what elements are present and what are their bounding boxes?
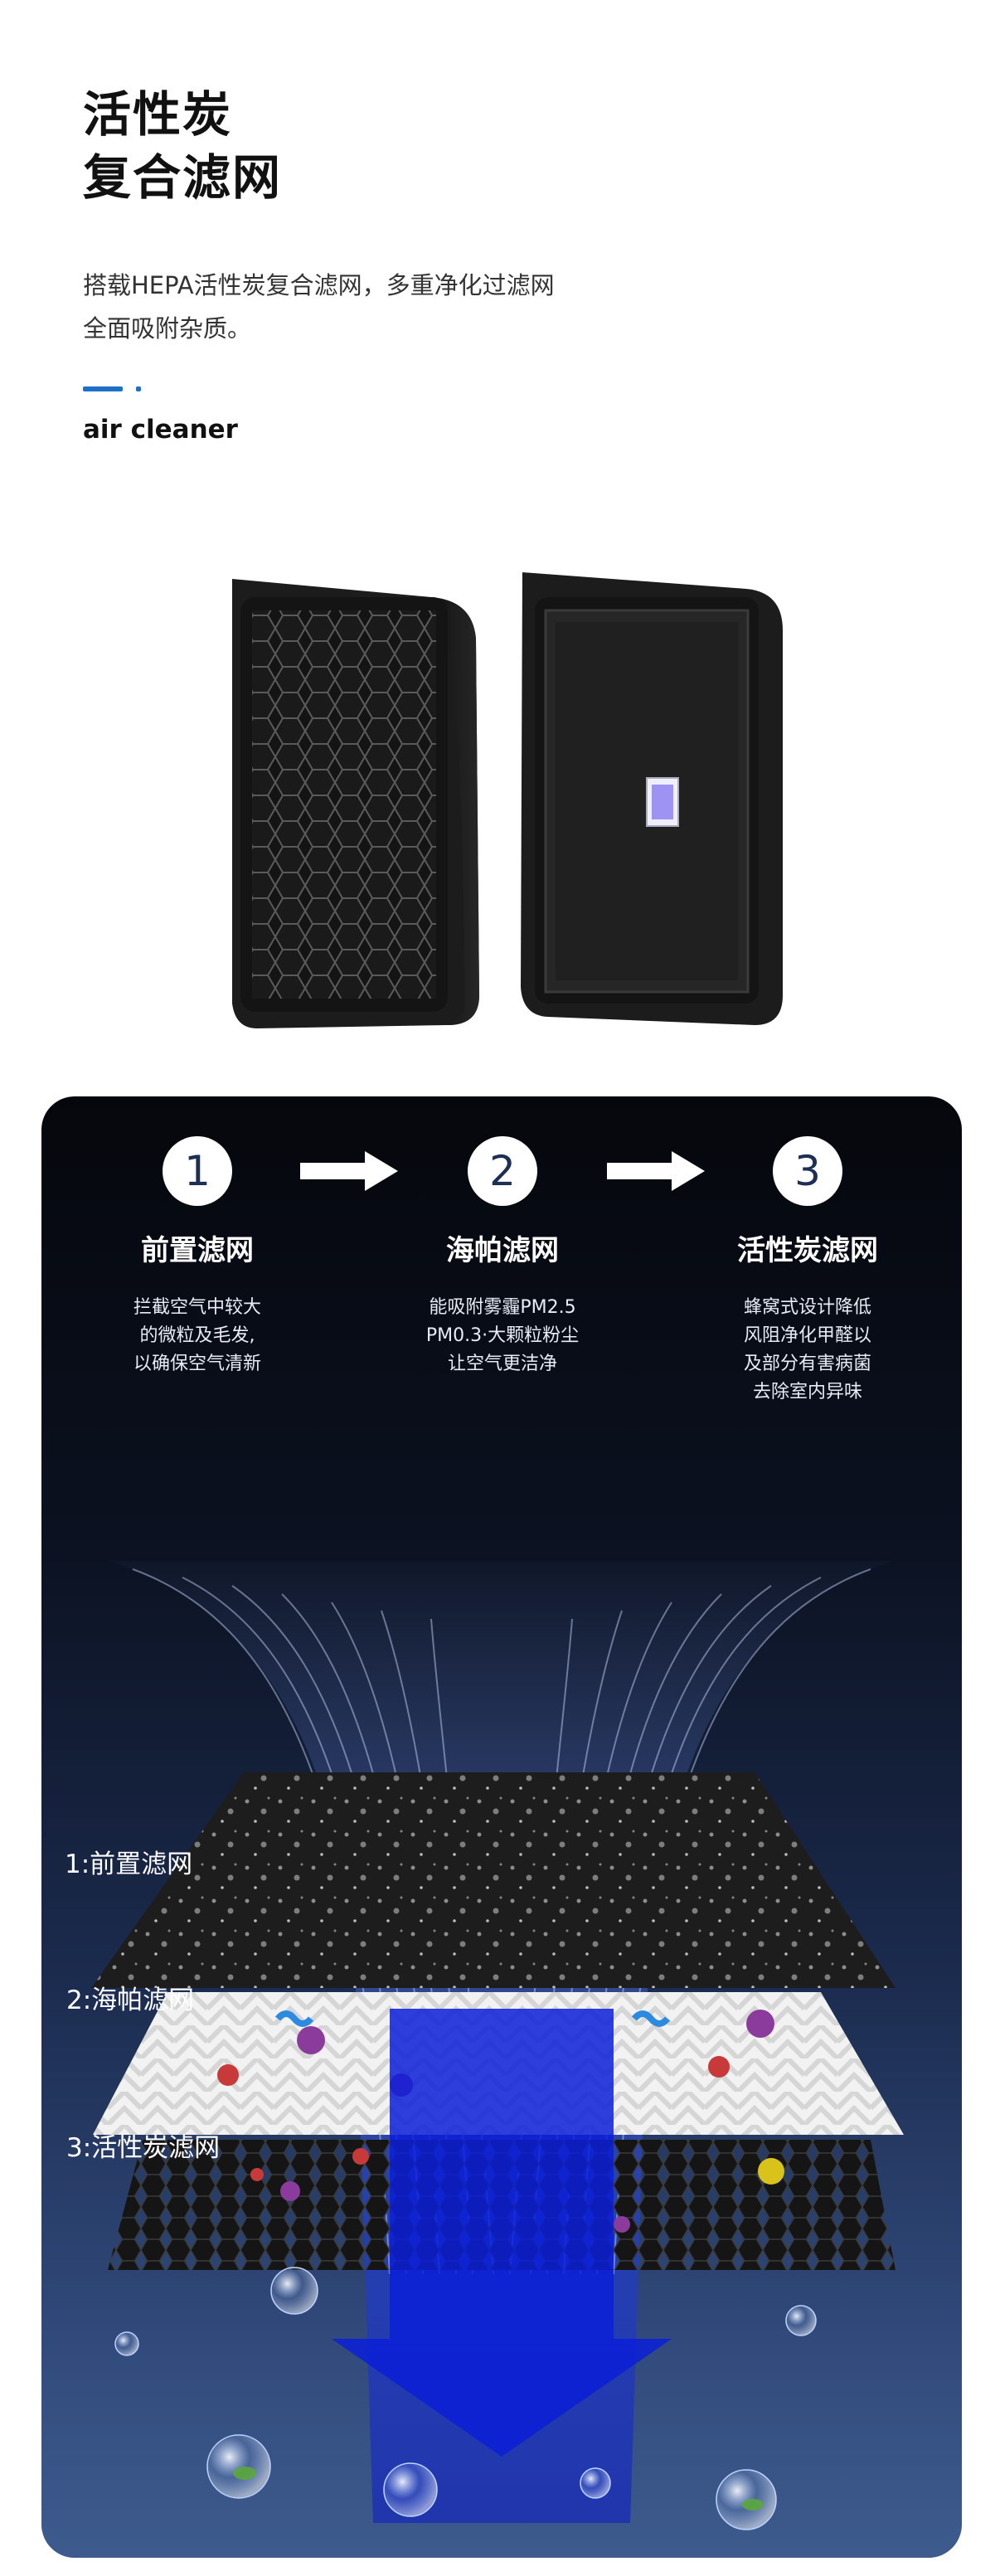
step-3-description: 蜂窝式设计降低 风阻净化甲醛以 及部分有害病菌 去除室内异味 <box>708 1294 907 1407</box>
step-3-desc-line: 及部分有害病菌 <box>743 1354 871 1374</box>
germ-icon <box>746 2010 774 2038</box>
leaf-icon <box>742 2499 764 2510</box>
step-2-desc-line: 让空气更洁净 <box>447 1354 557 1374</box>
accent-dot <box>136 386 141 391</box>
bubble-icon <box>785 2305 817 2336</box>
mite-icon <box>631 2010 671 2027</box>
bubble-icon <box>383 2462 438 2517</box>
filtration-illustration <box>91 1561 904 2530</box>
page-title: 活性炭 复合滤网 <box>83 83 282 209</box>
step-2-number: 2 <box>468 1136 537 1206</box>
step-2-title: 海帕滤网 <box>446 1234 559 1267</box>
bubble-icon <box>206 2434 271 2499</box>
germ-icon <box>297 2026 325 2054</box>
subtitle: air cleaner <box>83 415 238 445</box>
step-2-description: 能吸附雾霾PM2.5 PM0.3·大颗粒粉尘 让空气更洁净 <box>403 1294 602 1378</box>
bubble-icon <box>716 2469 777 2530</box>
step-2-desc-line: PM0.3·大颗粒粉尘 <box>425 1325 580 1346</box>
bubble-icon <box>270 2267 318 2315</box>
description-line-2: 全面吸附杂质。 <box>83 314 252 343</box>
leaf-icon <box>233 2467 256 2480</box>
carbon-filter <box>521 572 783 1025</box>
dust-particle-icon <box>217 2064 239 2086</box>
layer-1-label: 1:前置滤网 <box>65 1849 193 1879</box>
title-line-2: 复合滤网 <box>83 149 283 206</box>
step-3-title: 活性炭滤网 <box>737 1234 878 1267</box>
mite-icon <box>274 2010 314 2027</box>
bubble-icon <box>114 2331 139 2356</box>
dust-particle-icon <box>708 2056 730 2078</box>
step-1-desc-line: 拦截空气中较大 <box>133 1297 261 1318</box>
step-3-number: 3 <box>773 1136 842 1206</box>
germ-icon <box>280 2181 300 2201</box>
step-2-desc-line: 能吸附雾霾PM2.5 <box>429 1297 576 1318</box>
right-arrow-icon <box>300 1151 398 1191</box>
step-3-desc-line: 去除室内异味 <box>752 1382 862 1402</box>
step-1-desc-line: 的微粒及毛发, <box>139 1325 255 1346</box>
filter-product-image <box>232 572 783 1028</box>
dust-particle-icon <box>352 2148 369 2165</box>
step-3-desc-line: 蜂窝式设计降低 <box>743 1297 871 1318</box>
accent-bar <box>83 386 123 391</box>
pre-filter-layer <box>91 1772 896 1988</box>
description-line-1: 搭载HEPA活性炭复合滤网，多重净化过滤网 <box>83 271 555 299</box>
dust-particle-icon <box>250 2168 264 2181</box>
title-line-1: 活性炭 <box>83 86 233 143</box>
description: 搭载HEPA活性炭复合滤网，多重净化过滤网 全面吸附杂质。 <box>83 264 555 350</box>
layer-3-label: 3:活性炭滤网 <box>66 2133 221 2163</box>
step-1-title: 前置滤网 <box>141 1234 254 1267</box>
step-1-description: 拦截空气中较大 的微粒及毛发, 以确保空气清新 <box>98 1294 297 1378</box>
bubble-icon <box>580 2467 611 2499</box>
honeycomb-filter <box>232 579 479 1028</box>
layer-2-label: 2:海帕滤网 <box>66 1985 195 2015</box>
step-3-desc-line: 风阻净化甲醛以 <box>743 1325 871 1346</box>
step-1-number: 1 <box>163 1136 232 1206</box>
step-1-desc-line: 以确保空气清新 <box>133 1354 261 1374</box>
bubbles <box>114 2267 817 2530</box>
down-arrow-icon <box>332 2009 672 2457</box>
germ-icon <box>614 2216 630 2233</box>
right-arrow-icon <box>607 1151 705 1191</box>
virus-icon <box>758 2158 784 2185</box>
